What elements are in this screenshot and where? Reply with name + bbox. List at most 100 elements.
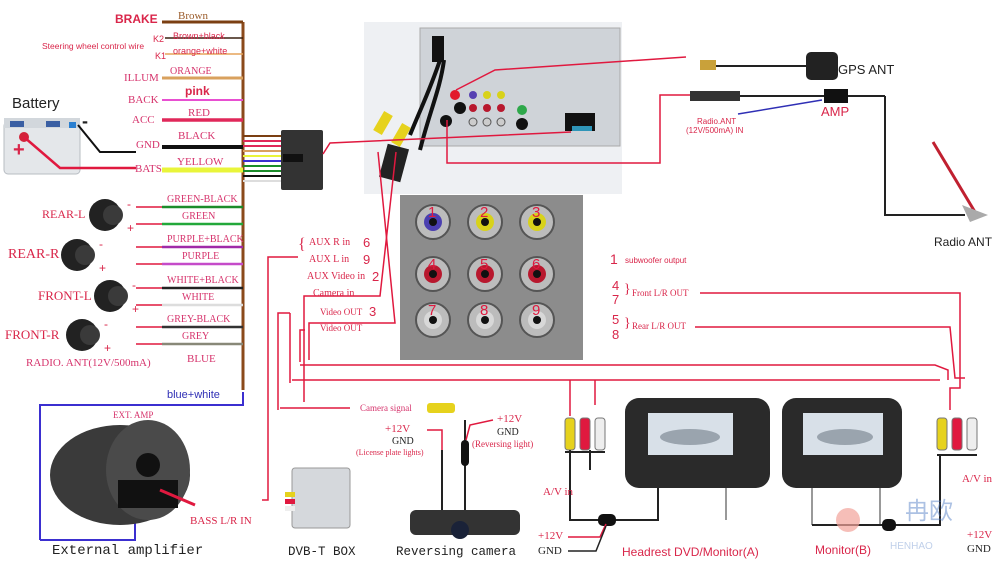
camera-12v-a: +12V: [385, 423, 411, 435]
sub-number: 1: [610, 251, 618, 267]
bats-lead: [23, 136, 136, 170]
speaker-name-front-r: FRONT-R: [5, 327, 60, 342]
speaker-neg-color: WHITE+BLACK: [167, 275, 239, 286]
monitor-b-gnd: GND: [967, 543, 991, 555]
gnd-label: GND: [136, 139, 160, 151]
bats-label: BATS: [135, 163, 162, 175]
battery-minus: -: [82, 111, 88, 131]
brown-black-label: Brown+black: [173, 31, 225, 41]
battery-plus: +: [13, 139, 25, 161]
blue-white-label: blue+white: [167, 389, 220, 401]
monitor-a-caption: Headrest DVD/Monitor(A): [622, 545, 759, 559]
speaker-name-front-l: FRONT-L: [38, 288, 92, 303]
steering-wheel-label: Steering wheel control wire: [42, 41, 145, 51]
battery-label: Battery: [12, 95, 60, 112]
aux-l-label: AUX L in: [309, 254, 350, 265]
watermark-logo-icon: [836, 508, 860, 532]
rca-jack-number: 5: [480, 256, 488, 273]
speaker-neg-sign: -: [99, 237, 103, 251]
rear-number-2: 8: [612, 327, 620, 342]
speaker-pos-sign: +: [99, 261, 107, 275]
pink-label: pink: [185, 84, 210, 98]
rca-jack-number: 7: [428, 302, 436, 319]
reversing-light-label: (Reversing light): [472, 439, 534, 449]
camera-12v-b: +12V: [497, 413, 523, 425]
yellow-label: YELLOW: [177, 156, 224, 168]
subwoofer-output-label: subwoofer output: [625, 256, 687, 265]
rca-jack-number: 8: [480, 302, 488, 319]
ext-amp-label: EXT. AMP: [113, 410, 154, 420]
radio-ant-in-spec: (12V/500mA) IN: [686, 126, 744, 135]
dvbt-box-icon: [291, 467, 351, 529]
brace-aux: {: [298, 236, 306, 253]
speaker-pos-sign: +: [132, 302, 140, 316]
camera-in-label: Camera in: [313, 288, 355, 299]
monitor-b-caption: Monitor(B): [815, 543, 872, 557]
amp-label: AMP: [821, 104, 850, 119]
gps-antenna-icon: [806, 52, 838, 80]
speaker-neg-color: PURPLE+BLACK: [167, 234, 244, 245]
external-amplifier-caption: External amplifier: [52, 543, 204, 559]
radio-ant-wire-label: RADIO. ANT(12V/500mA): [26, 357, 151, 369]
ext-amp-wire: [39, 392, 244, 540]
front-number-1: 4: [612, 278, 620, 293]
amp-box: [824, 89, 848, 103]
illum-label: ILLUM: [124, 72, 159, 84]
video-out-1-label: Video OUT: [320, 307, 363, 317]
rca-jack-number: 4: [428, 256, 436, 273]
video-out-1-number: 3: [369, 304, 377, 319]
monitor-a-icon: [625, 398, 770, 520]
license-plate-label: (License plate lights): [356, 448, 424, 457]
rca-jack-number: 6: [532, 256, 540, 273]
aux-video-number: 2: [372, 269, 380, 284]
camera-gnd-a: GND: [392, 436, 414, 447]
speaker-neg-color: GREY-BLACK: [167, 314, 231, 325]
speaker-pos-sign: +: [104, 341, 112, 355]
rca-plug-icon: [951, 417, 963, 451]
orange-label: ORANGE: [170, 66, 212, 77]
speaker-pos-sign: +: [127, 221, 135, 235]
aux-video-label: AUX Video in: [307, 271, 366, 282]
rear-number-1: 5: [612, 312, 620, 327]
camera-signal-label: Camera signal: [360, 403, 412, 413]
radio-plug-icon: [690, 91, 740, 101]
brace-rear: }: [624, 316, 631, 331]
back-label: BACK: [128, 94, 159, 106]
rca-plug-icon: [579, 417, 591, 451]
rca-plug-icon: [966, 417, 978, 451]
gps-ant-label: GPS ANT: [838, 62, 895, 77]
monitor-a-gnd: GND: [538, 545, 562, 557]
speaker-neg-sign: -: [132, 278, 136, 292]
rear-lr-out-label: Rear L/R OUT: [632, 321, 686, 331]
speaker-neg-sign: -: [127, 197, 131, 211]
monitor-b-av-in: A/V in: [962, 473, 993, 485]
rca-jack-number: 9: [532, 302, 540, 319]
reversing-camera-icon: [410, 510, 520, 535]
rca-plug-icon: [936, 417, 948, 451]
front-lr-out-label: Front L/R OUT: [632, 288, 689, 298]
radio-ant-in-label: Radio.ANT: [697, 117, 737, 126]
watermark-en: HENHAO: [890, 541, 933, 552]
rca-jack-number: 1: [428, 204, 436, 221]
camera-gnd-b: GND: [497, 427, 519, 438]
monitor-a-av-in: A/V in: [543, 486, 574, 498]
monitor-a-12v: +12V: [538, 530, 564, 542]
radio-ant-label: Radio ANT: [934, 235, 993, 249]
speaker-name-rear-l: REAR-L: [42, 207, 86, 221]
brake-label: BRAKE: [115, 12, 158, 26]
speaker-pos-color: PURPLE: [182, 251, 220, 262]
black-label: BLACK: [178, 130, 216, 142]
k2-label: K2: [153, 34, 165, 44]
acc-label: ACC: [132, 114, 155, 126]
k1-label: K1: [155, 51, 167, 61]
bass-lr-in-label: BASS L/R IN: [190, 515, 252, 527]
monitor-b-icon: [782, 398, 902, 525]
red-label: RED: [188, 107, 210, 119]
speaker-neg-color: GREEN-BLACK: [167, 194, 238, 205]
blue-label: BLUE: [187, 353, 216, 365]
gnd-lead: [77, 124, 136, 153]
radio-antenna-icon: [931, 141, 977, 213]
rca-jack-number: 3: [532, 204, 540, 221]
speaker-pos-color: GREY: [182, 331, 210, 342]
